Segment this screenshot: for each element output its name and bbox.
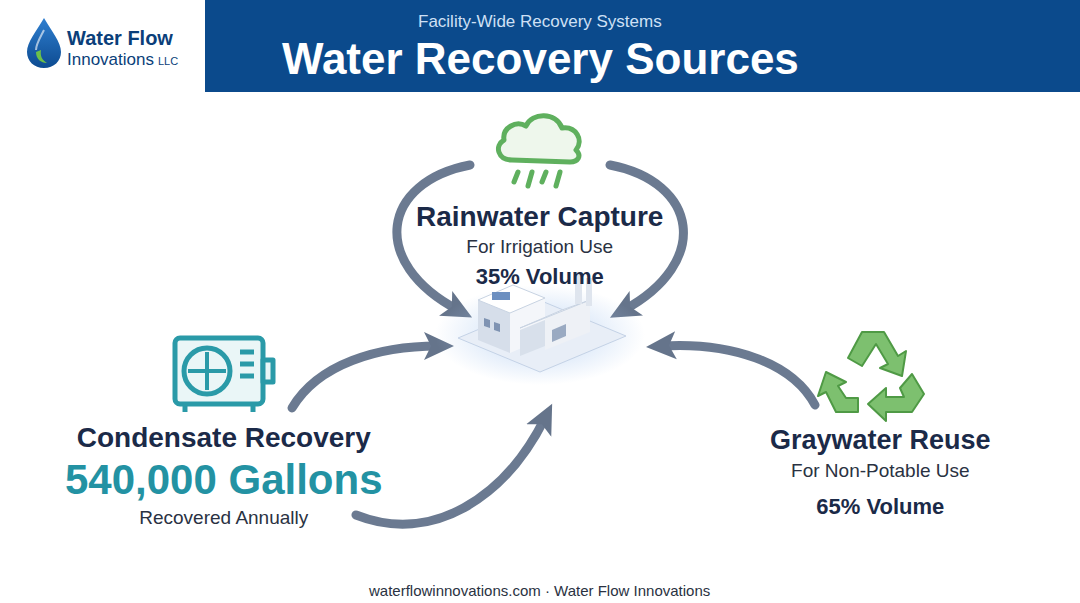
logo-name: Water Flow [67,27,173,50]
ac-unit-icon [175,338,273,412]
logo-name: Innovations [67,50,154,70]
source-detail: 65% Volume [770,485,991,529]
source-detail: 540,000 Gallons [65,455,383,505]
subtitle: Facility-Wide Recovery Systems [418,12,662,32]
source-heading: Condensate Recovery [65,421,383,455]
source-detail: Recovered Annually [65,505,383,531]
page-title: Water Recovery Sources [282,34,799,84]
source-heading: Graywater Reuse [770,423,991,457]
footer-caption: waterflowinnovations.com · Water Flow In… [369,582,710,599]
recycle-icon [818,332,924,421]
source-detail: 35% Volume [416,260,663,294]
source-group: Rainwater CaptureFor Irrigation Use35% V… [416,200,663,294]
source-group: Graywater ReuseFor Non-Potable Use65% Vo… [770,423,991,529]
logo-suffix: LLC [158,55,178,67]
source-detail: For Irrigation Use [416,234,663,260]
header-bar [205,0,1080,92]
source-heading: Rainwater Capture [416,200,663,234]
source-detail: For Non-Potable Use [770,457,991,485]
logo-drop [27,18,61,68]
source-group: Condensate Recovery540,000 GallonsRecove… [65,421,383,531]
cloud-icon [498,116,579,186]
